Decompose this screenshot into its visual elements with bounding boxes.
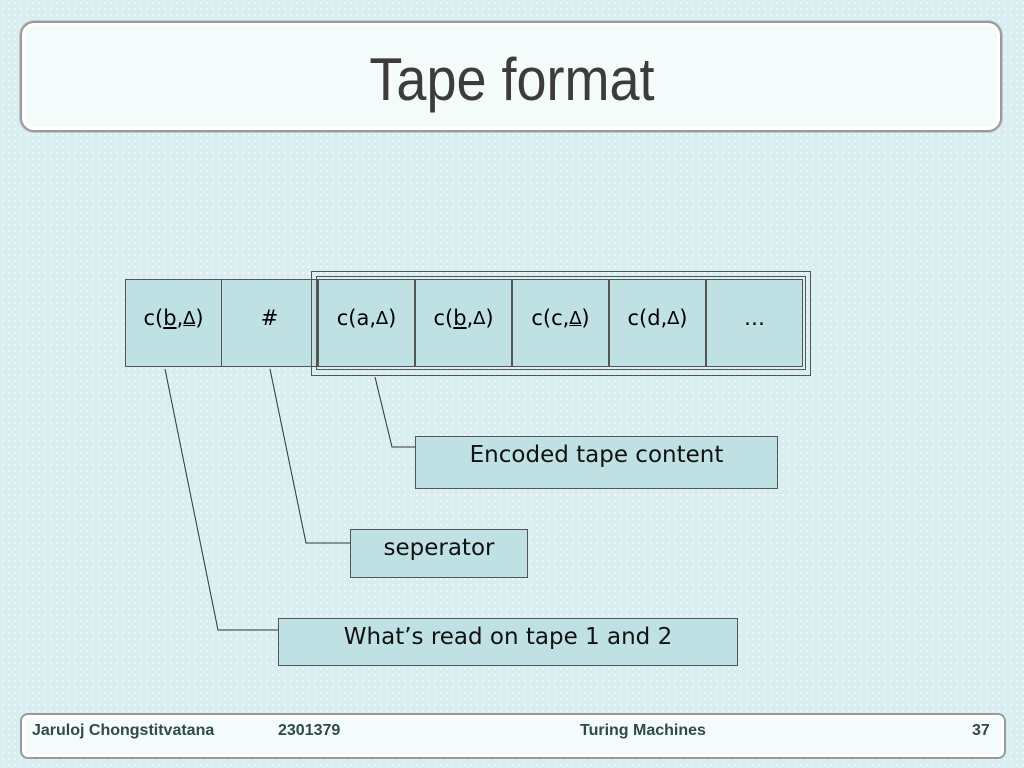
delta-symbol: ∆ <box>473 307 486 329</box>
delta-symbol: ∆ <box>183 307 196 329</box>
delta-symbol: ∆ <box>667 307 680 329</box>
read-callout-line <box>164 368 278 631</box>
slide-title: Tape format <box>369 46 655 113</box>
cell-text: # <box>260 306 279 330</box>
cell-text: … <box>744 306 765 330</box>
cell-text-suffix: ) <box>388 306 397 330</box>
cell-text-suffix: ) <box>485 306 494 330</box>
encoded-region-outer-frame <box>311 271 811 376</box>
cell-text-comma: , <box>176 306 184 330</box>
cell-text-suffix: ) <box>581 306 590 330</box>
tape-cell-separator: # <box>221 279 318 367</box>
cell-text-prefix: c(a, <box>336 306 377 330</box>
cell-text-comma: , <box>466 306 474 330</box>
title-panel <box>20 21 1002 132</box>
tape-cell-d: c(d,∆) <box>609 279 706 367</box>
tape-cell-a: c(a,∆) <box>318 279 415 367</box>
cell-text-prefix: c( <box>143 306 164 330</box>
cell-text-suffix: ) <box>679 306 688 330</box>
tape-cell-blank: c(b,∆) <box>125 279 222 367</box>
footer-topic: Turing Machines <box>580 722 706 739</box>
cell-text-underlined: b <box>163 306 177 330</box>
encoded-callout-line <box>374 376 415 448</box>
footer-course-code: 2301379 <box>278 722 341 739</box>
encoded-region-inner-frame <box>316 276 806 370</box>
tape-cell-c: c(c,∆) <box>512 279 609 367</box>
tape-cell-b: c(b,∆) <box>415 279 512 367</box>
encoded-content-label: Encoded tape content <box>415 436 778 489</box>
delta-symbol: ∆ <box>376 307 389 329</box>
separator-callout-line <box>269 368 350 544</box>
footer-author: Jaruloj Chongstitvatana <box>32 722 215 739</box>
cell-text-underlined: b <box>453 306 467 330</box>
cell-text-prefix: c(c, <box>531 306 570 330</box>
cell-text-prefix: c(d, <box>627 306 668 330</box>
delta-symbol: ∆ <box>569 307 582 329</box>
tape-read-label: What’s read on tape 1 and 2 <box>278 618 738 666</box>
footer-page-number: 37 <box>972 722 990 739</box>
cell-text-prefix: c( <box>433 306 454 330</box>
separator-label: seperator <box>350 529 528 578</box>
tape-cell-ellipsis: … <box>706 279 803 367</box>
footer-panel <box>20 713 1006 759</box>
cell-text-suffix: ) <box>195 306 204 330</box>
